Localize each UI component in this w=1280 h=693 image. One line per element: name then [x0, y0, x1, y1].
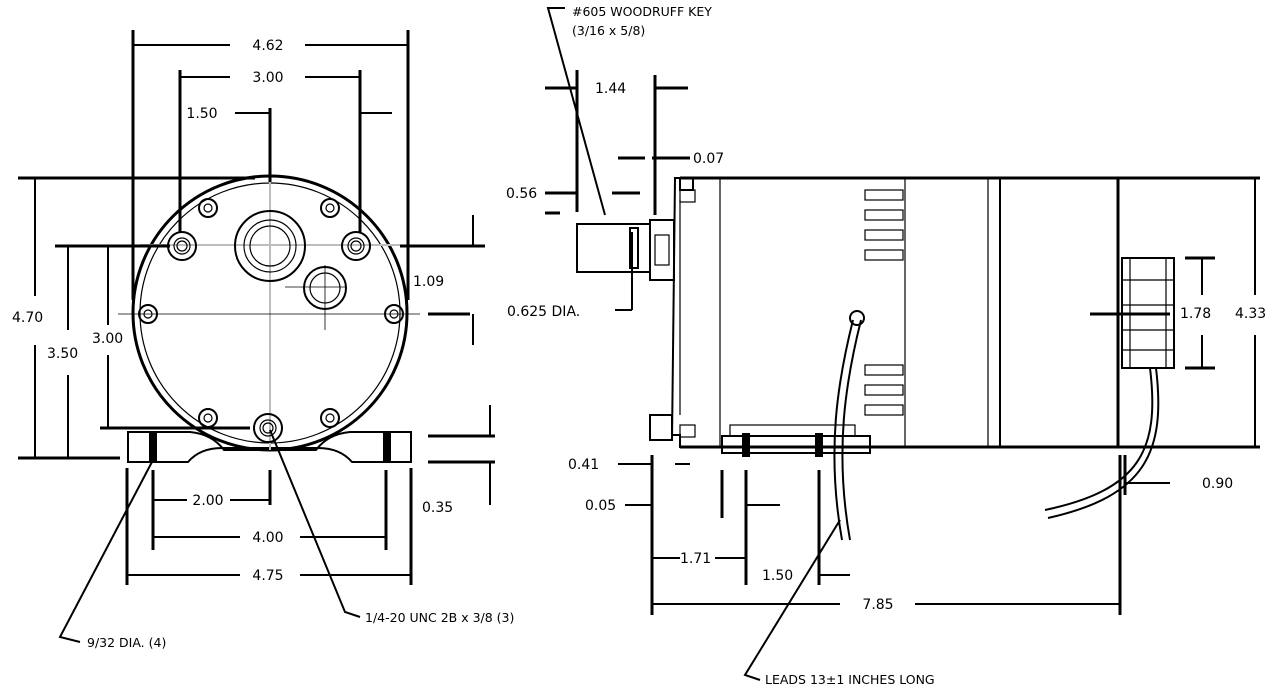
- small-hole-3: [138, 304, 158, 324]
- shaft: [576, 223, 651, 273]
- dim-base-475: 4.75: [252, 568, 283, 584]
- cooling-fins-bottom: [864, 364, 904, 416]
- dim-center-height: 3.50: [47, 346, 78, 362]
- dim-base-035: 0.35: [422, 500, 453, 516]
- dim-bolt-spacing: 3.00: [252, 70, 283, 86]
- offset-boss-inner: [309, 272, 341, 304]
- dim-shaft-dia: 0.625 DIA.: [507, 304, 580, 320]
- dim-041: 0.41: [568, 457, 599, 473]
- note-tapped-holes: 1/4-20 UNC 2B x 3/8 (3): [365, 610, 514, 625]
- offset-boss-outer: [303, 266, 347, 310]
- mounting-base: [127, 431, 412, 463]
- motor-housing: [680, 176, 1120, 449]
- base-slot-2: [815, 433, 823, 457]
- note-foot-holes: 9/32 DIA. (4): [87, 635, 166, 650]
- dim-150: 1.50: [762, 568, 793, 584]
- foot-slot-left: [149, 432, 157, 462]
- dim-side-300: 3.00: [92, 331, 123, 347]
- lead-grommet: [849, 310, 865, 326]
- dim-overall-height: 4.70: [12, 310, 43, 326]
- front-view: 4.62 3.00 1.50 1.09 4.70 3.50 3.00 0.35 …: [12, 30, 514, 650]
- dim-056: 0.56: [506, 186, 537, 202]
- dim-090: 0.90: [1202, 476, 1233, 492]
- shaft-bore-outer: [234, 210, 306, 282]
- dim-005: 0.05: [585, 498, 616, 514]
- base-slot-1: [742, 433, 750, 457]
- dim-half-bolt-spacing: 1.50: [186, 106, 217, 122]
- small-hole-2: [320, 198, 340, 218]
- leads: [833, 319, 854, 541]
- bolt-hole-ne: [341, 231, 371, 261]
- dim-offset-109: 1.09: [413, 274, 444, 290]
- front-end-bell: [649, 177, 1001, 448]
- dim-base-200: 2.00: [192, 493, 223, 509]
- dim-171: 1.71: [680, 551, 711, 567]
- small-hole-1: [198, 198, 218, 218]
- rear-leads: [1044, 367, 1154, 511]
- small-hole-4: [384, 304, 404, 324]
- dim-785: 7.85: [862, 597, 893, 613]
- dim-overall-width: 4.62: [252, 38, 283, 54]
- shaft-bore-inner: [243, 219, 297, 273]
- dim-base-400: 4.00: [252, 530, 283, 546]
- dim-key-144: 1.44: [595, 81, 626, 97]
- dim-178: 1.78: [1180, 306, 1211, 322]
- woodruff-key: [629, 227, 639, 269]
- shaft-bore-core: [249, 225, 291, 267]
- foot-slot-right: [383, 432, 391, 462]
- dim-433: 4.33: [1235, 306, 1266, 322]
- cooling-fins-top: [864, 189, 904, 261]
- note-woodruff-key-2: (3/16 x 5/8): [572, 23, 645, 38]
- note-leads: LEADS 13±1 INCHES LONG: [765, 672, 935, 687]
- side-view: #605 WOODRUFF KEY (3/16 x 5/8) 1.44 0.07…: [506, 4, 1266, 687]
- note-woodruff-key-1: #605 WOODRUFF KEY: [572, 4, 712, 19]
- dim-007: 0.07: [693, 151, 724, 167]
- small-hole-6: [320, 408, 340, 428]
- pilot-flange: [649, 219, 675, 281]
- bolt-hole-bottom: [253, 413, 283, 443]
